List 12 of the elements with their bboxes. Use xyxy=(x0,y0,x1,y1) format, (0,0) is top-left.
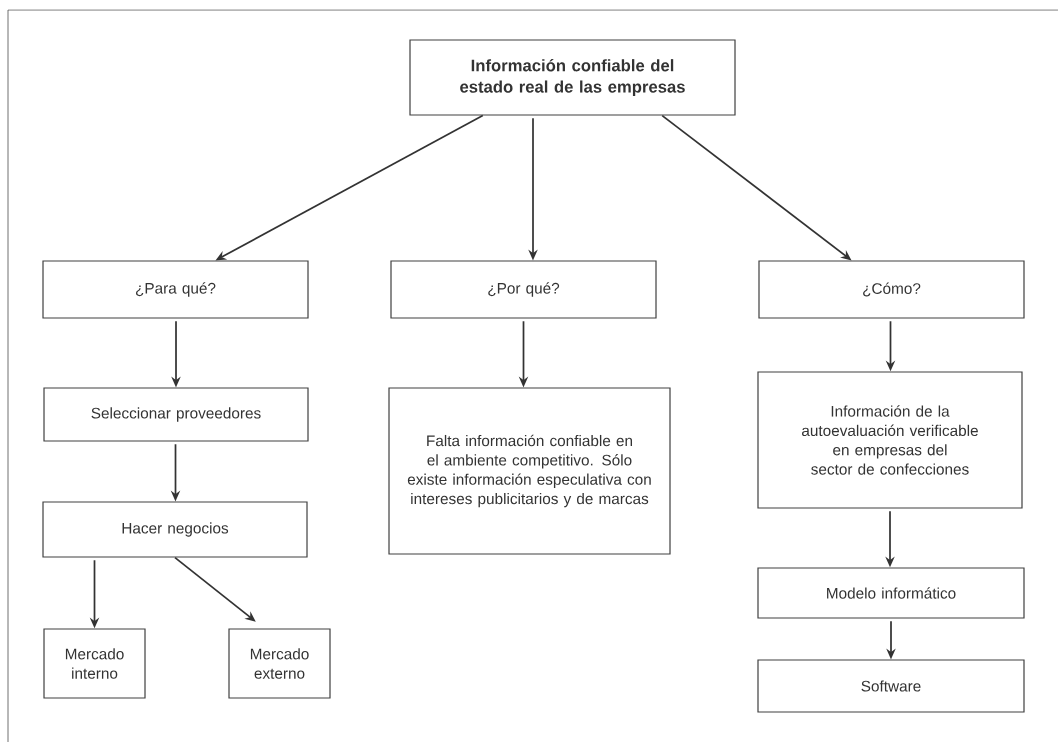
process-box: Seleccionar proveedores xyxy=(43,387,309,442)
process-box: Información de la autoevaluación verificable en empresas del sector de confecciones xyxy=(757,371,1023,509)
process-box: ¿Para qué? xyxy=(42,260,309,319)
title-box: Información confiable del estado real de las empresas xyxy=(409,39,736,116)
process-box: ¿Cómo? xyxy=(758,260,1025,319)
process-box: Falta información confiable en el ambiente competitivo. Sólo existe información especulativa con intereses publicitarios y de marcas xyxy=(388,387,671,555)
process-box: Modelo informático xyxy=(757,567,1025,619)
process-box: Hacer negocios xyxy=(42,501,308,558)
process-box: Mercado interno xyxy=(43,628,146,699)
process-box: ¿Por qué? xyxy=(390,260,657,319)
process-box: Software xyxy=(757,659,1025,713)
process-box: Mercado externo xyxy=(228,628,331,699)
